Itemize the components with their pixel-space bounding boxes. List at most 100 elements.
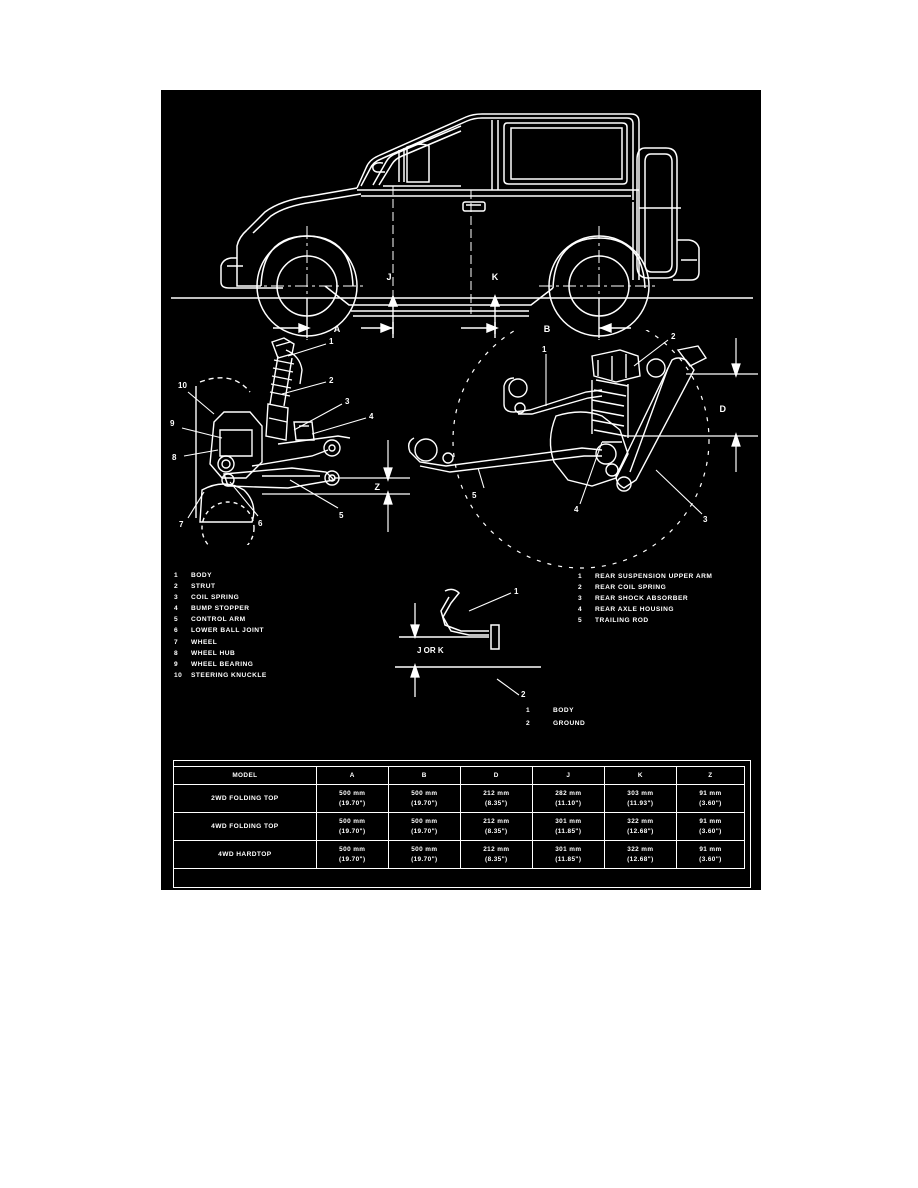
cell-a: 500 mm(19.70") [315, 812, 389, 841]
cell-k: 322 mm(12.68") [603, 812, 677, 841]
legend-num: 1 [578, 573, 583, 580]
col-header-k: K [603, 766, 677, 785]
legend-label: WHEEL BEARING [191, 660, 254, 668]
cell-d: 212 mm(8.35") [459, 784, 533, 813]
legend-num: 4 [174, 605, 179, 613]
front-callout-5: 5 [339, 511, 344, 520]
legend-num: 3 [578, 595, 583, 603]
value-mm: 500 mm [339, 790, 366, 798]
front-callout-9: 9 [170, 419, 175, 428]
legend-num: 5 [578, 617, 583, 625]
legend-label: REAR AXLE HOUSING [595, 606, 674, 614]
legend-num: 2 [174, 583, 179, 591]
cell-model: 4WD HARDTOP [173, 840, 317, 869]
vehicle-label-J: J [386, 272, 391, 282]
value-mm: 301 mm [555, 818, 582, 826]
legend-num: 3 [174, 594, 179, 602]
legend-num: 7 [174, 638, 179, 646]
front-callout-3: 3 [345, 397, 350, 406]
legend-item: 2 STRUT [174, 583, 267, 590]
cell-j: 282 mm(11.10") [531, 784, 605, 813]
value-mm: 91 mm [699, 818, 722, 826]
cell-d: 212 mm(8.35") [459, 840, 533, 869]
legend-num: 8 [174, 649, 179, 657]
vehicle-side-view-diagram: J K A [161, 90, 761, 340]
cell-b: 500 mm(19.70") [387, 812, 461, 841]
legend-label: TRAILING ROD [595, 617, 649, 625]
col-header-a: A [315, 766, 389, 785]
value-in: (19.70") [339, 855, 366, 863]
value-mm: 91 mm [699, 790, 722, 798]
cell-a: 500 mm(19.70") [315, 840, 389, 869]
rear-callout-5: 5 [472, 491, 477, 500]
value-mm: 500 mm [411, 818, 438, 826]
cell-a: 500 mm(19.70") [315, 784, 389, 813]
legend-label: STRUT [191, 583, 216, 591]
legend-label: CONTROL ARM [191, 616, 246, 624]
legend-label: GROUND [553, 720, 586, 727]
cell-j: 301 mm(11.85") [531, 840, 605, 869]
value-mm: 301 mm [555, 846, 582, 854]
value-mm: 91 mm [699, 846, 722, 854]
table-row: 4WD FOLDING TOP 500 mm(19.70") 500 mm(19… [173, 812, 746, 841]
cell-z: 91 mm(3.60") [675, 840, 746, 869]
legend-item: 5 CONTROL ARM [174, 616, 267, 623]
rear-callout-1: 1 [542, 345, 547, 354]
value-in: (11.85") [555, 855, 582, 863]
value-in: (8.35") [485, 827, 508, 835]
specification-table: MODEL A B D J K Z 2WD FOLDING TOP 500 mm… [173, 766, 746, 869]
vehicle-label-A: A [334, 324, 341, 334]
front-callout-4: 4 [369, 412, 374, 421]
legend-num: 5 [174, 616, 179, 624]
value-mm: 500 mm [411, 846, 438, 854]
legend-label: COIL SPRING [191, 594, 240, 602]
front-callout-8: 8 [172, 453, 177, 462]
legend-num: 1 [174, 572, 179, 579]
legend-item: 1 BODY [174, 572, 267, 579]
legend-label: BODY [191, 572, 213, 579]
legend-item: 3 REAR SHOCK ABSORBER [578, 595, 712, 602]
legend-label: REAR SUSPENSION UPPER ARM [595, 573, 713, 580]
value-in: (19.70") [339, 799, 366, 807]
value-in: (8.35") [485, 799, 508, 807]
cell-model: 4WD FOLDING TOP [173, 812, 317, 841]
jk-callout-2: 2 [521, 690, 526, 697]
value-mm: 500 mm [339, 846, 366, 854]
cell-d: 212 mm(8.35") [459, 812, 533, 841]
col-header-j: J [531, 766, 605, 785]
cell-model: 2WD FOLDING TOP [173, 784, 317, 813]
rear-callout-4: 4 [574, 505, 579, 514]
legend-item: 1 REAR SUSPENSION UPPER ARM [578, 573, 712, 580]
value-in: (3.60") [699, 827, 722, 835]
table-row: 2WD FOLDING TOP 500 mm(19.70") 500 mm(19… [173, 784, 746, 813]
legend-item: 9 WHEEL BEARING [174, 661, 267, 668]
cell-k: 322 mm(12.68") [603, 840, 677, 869]
col-header-d: D [459, 766, 533, 785]
value-in: (11.85") [555, 827, 582, 835]
front-callout-1: 1 [329, 337, 334, 346]
value-mm: 282 mm [555, 790, 582, 798]
legend-num: 9 [174, 660, 179, 668]
col-header-model: MODEL [173, 766, 317, 785]
value-in: (12.68") [627, 855, 654, 863]
cell-b: 500 mm(19.70") [387, 784, 461, 813]
value-in: (11.93") [627, 799, 654, 807]
value-mm: 303 mm [627, 790, 654, 798]
value-in: (8.35") [485, 855, 508, 863]
rear-callout-2: 2 [671, 332, 676, 341]
legend-label: BUMP STOPPER [191, 605, 250, 613]
legend-label: REAR SHOCK ABSORBER [595, 595, 689, 603]
legend-num: 6 [174, 627, 179, 635]
legend-item: 5 TRAILING ROD [578, 617, 712, 624]
legend-item: 3 COIL SPRING [174, 594, 267, 601]
front-dimension-Z: Z [375, 482, 381, 492]
legend-label: BODY [553, 707, 575, 714]
legend-label: STEERING KNUCKLE [191, 671, 267, 679]
